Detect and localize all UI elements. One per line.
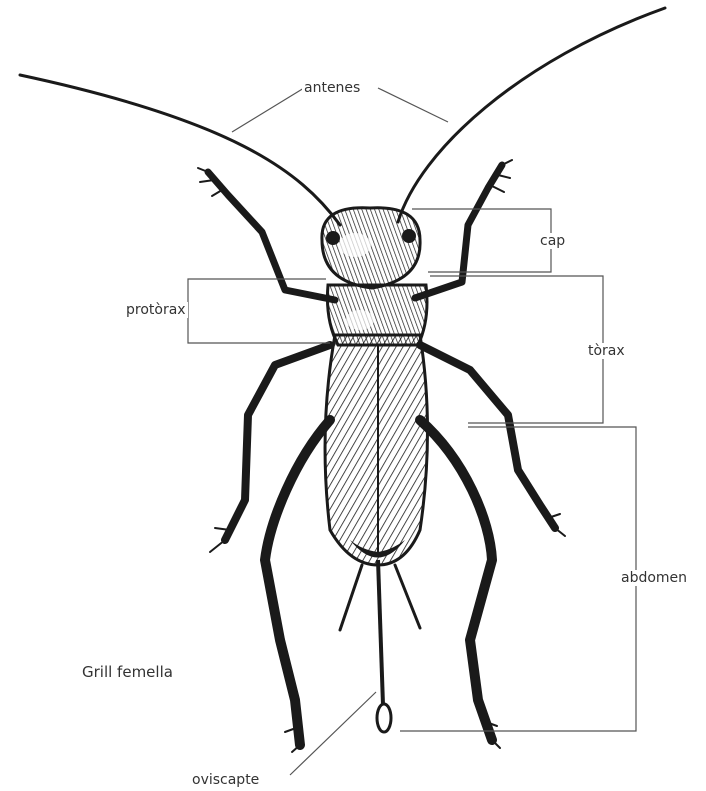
protorax-bracket bbox=[188, 279, 330, 343]
diagram-caption: Grill femella bbox=[80, 664, 175, 680]
eye-left bbox=[326, 231, 340, 245]
pronotum bbox=[327, 285, 427, 345]
label-protorax: protòrax bbox=[124, 302, 188, 318]
antenna-left bbox=[20, 75, 340, 225]
label-antenes: antenes bbox=[302, 80, 362, 96]
label-oviscapte: oviscapte bbox=[190, 772, 261, 788]
label-cap: cap bbox=[538, 233, 567, 249]
antenna-right bbox=[398, 8, 665, 222]
head bbox=[322, 208, 420, 288]
ovipositor bbox=[377, 560, 391, 732]
eye-right bbox=[402, 229, 416, 243]
label-torax: tòrax bbox=[586, 343, 627, 359]
abdomen-body bbox=[325, 335, 427, 565]
cap-bracket bbox=[412, 209, 551, 272]
antennae bbox=[20, 8, 665, 225]
torax-bracket bbox=[430, 276, 603, 423]
label-abdomen: abdomen bbox=[619, 570, 689, 586]
